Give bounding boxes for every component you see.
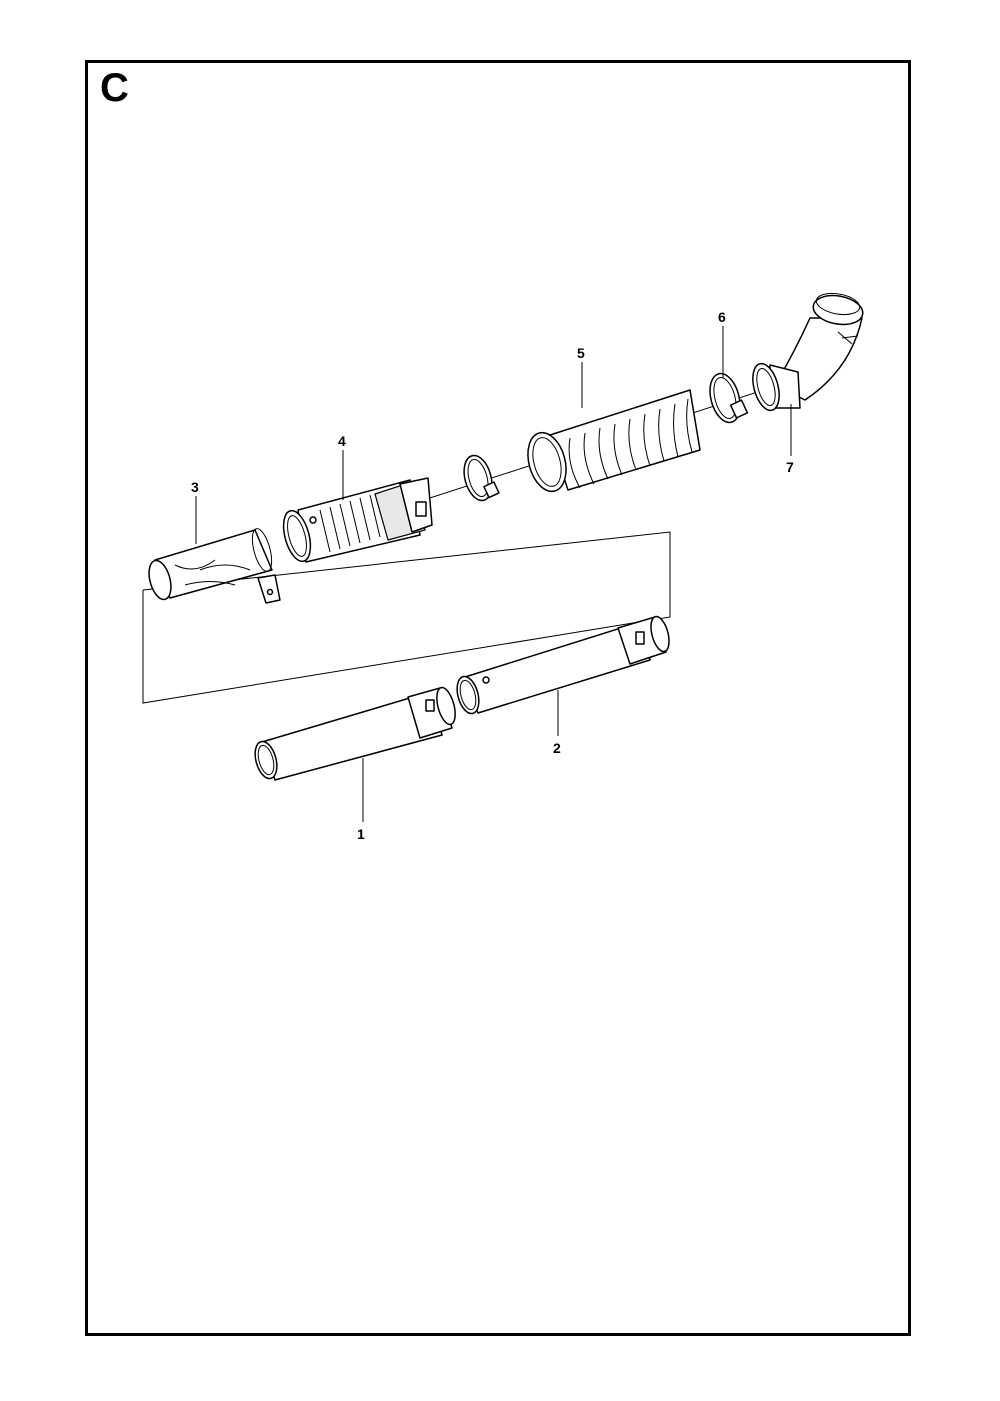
callout-2: 2 [553,740,561,756]
callout-3: 3 [191,479,199,495]
callout-5: 5 [577,345,585,361]
blower-tube-middle [456,615,670,715]
hose-clamp-small [463,454,500,502]
elbow-part [752,292,864,412]
callout-7: 7 [786,459,794,475]
callout-1: 1 [357,826,365,842]
callout-6: 6 [718,309,726,325]
ribbed-tube [282,477,433,563]
blower-tube-end [254,686,456,781]
group-bracket [142,531,671,704]
callout-4: 4 [338,433,346,449]
corrugated-hose [527,389,701,493]
section-letter: C [100,66,129,110]
filter-bag [148,528,281,604]
hose-clamp-large [709,372,749,424]
diagram-frame [85,60,911,1336]
